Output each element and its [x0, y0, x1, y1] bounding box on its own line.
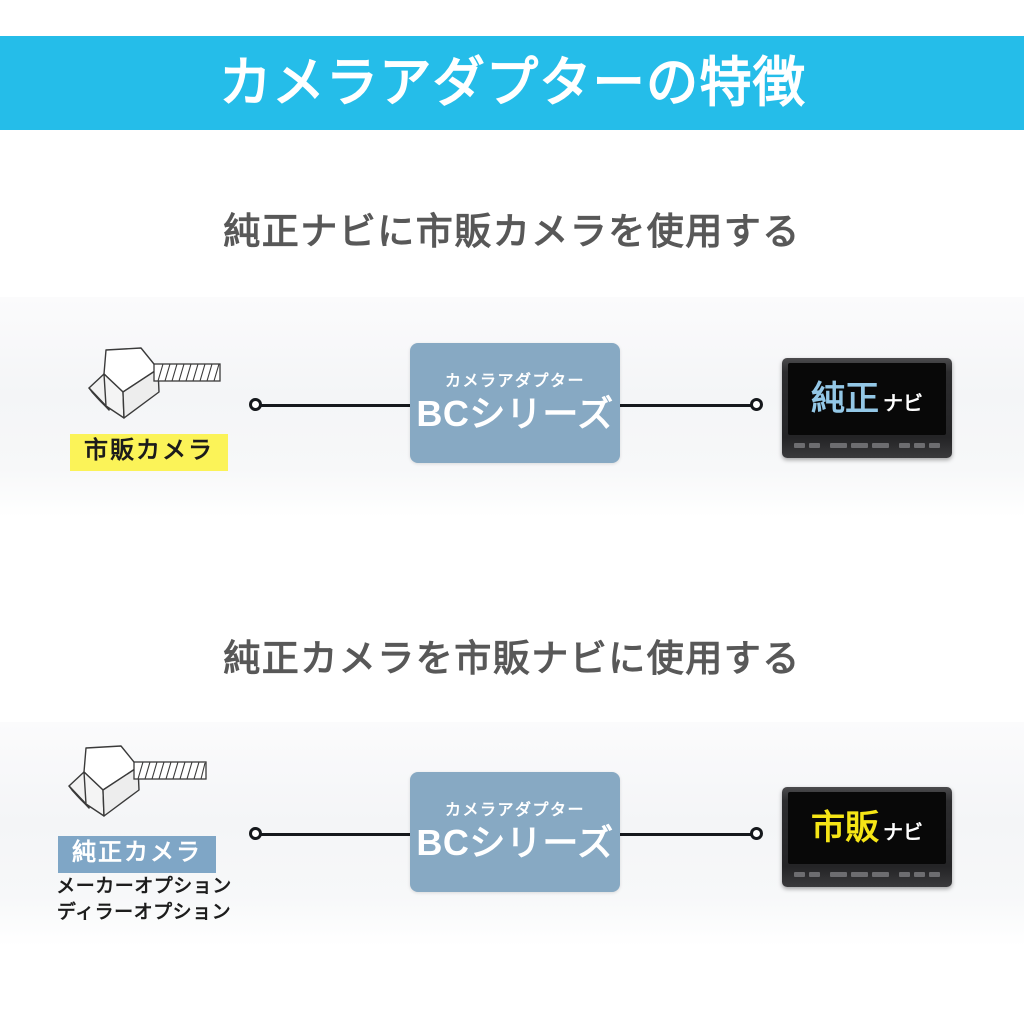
adapter-1-sublabel: カメラアダプター: [444, 373, 585, 390]
adapter-box-2: カメラアダプター BCシリーズ: [410, 772, 620, 892]
nav-1-screen: 純正 ナビ: [788, 363, 946, 435]
adapter-1-mainlabel: BCシリーズ: [416, 393, 614, 434]
bezel-button-icon: [929, 871, 940, 877]
bezel-button-icon: [872, 871, 889, 877]
camera-2-label: 純正カメラ: [58, 836, 216, 873]
nav-2-bezel-buttons: [788, 868, 946, 880]
connector-node-icon: [249, 827, 262, 840]
bezel-button-icon: [914, 871, 925, 877]
connector-wire: [261, 833, 412, 836]
header-banner: カメラアダプターの特徴: [0, 36, 1024, 130]
bezel-group-right: [899, 442, 940, 448]
bezel-group-center: [830, 871, 889, 877]
nav-1-screen-text: 純正 ナビ: [811, 382, 923, 416]
bezel-group-center: [830, 442, 889, 448]
nav-2-secondary-text: ナビ: [883, 822, 923, 844]
nav-2-screen-text: 市販 ナビ: [811, 811, 923, 845]
camera-illustration-2: [44, 732, 224, 837]
connector-node-icon: [249, 398, 262, 411]
connector-wire: [620, 833, 751, 836]
bezel-button-icon: [794, 871, 805, 877]
navigation-unit-2: 市販 ナビ: [782, 787, 952, 887]
bezel-button-icon: [830, 871, 847, 877]
connector-wire: [261, 404, 412, 407]
connector-node-icon: [750, 827, 763, 840]
connector-camera-to-adapter-1: [249, 396, 412, 414]
navigation-unit-1: 純正 ナビ: [782, 358, 952, 458]
adapter-2-mainlabel: BCシリーズ: [416, 822, 614, 863]
bezel-button-icon: [872, 442, 889, 448]
connector-camera-to-adapter-2: [249, 825, 412, 843]
bezel-button-icon: [851, 442, 868, 448]
bezel-button-icon: [794, 442, 805, 448]
connector-adapter-to-nav-1: [620, 396, 763, 414]
bezel-button-icon: [914, 442, 925, 448]
camera-2-subnote: メーカーオプション ディラーオプション: [44, 874, 244, 926]
nav-1-bezel-buttons: [788, 439, 946, 451]
connector-node-icon: [750, 398, 763, 411]
bezel-button-icon: [809, 871, 820, 877]
camera-2-subnote-line-2: ディラーオプション: [56, 902, 232, 924]
bezel-button-icon: [809, 442, 820, 448]
camera-cable-icon: [153, 363, 221, 382]
bezel-group-right: [899, 871, 940, 877]
bezel-button-icon: [899, 442, 910, 448]
bezel-button-icon: [851, 871, 868, 877]
camera-illustration-1: [66, 336, 226, 436]
connector-adapter-to-nav-2: [620, 825, 763, 843]
bezel-button-icon: [830, 442, 847, 448]
camera-cable-icon: [133, 761, 207, 780]
nav-1-primary-text: 純正: [811, 380, 879, 418]
section-2-heading: 純正カメラを市販ナビに使用する: [223, 638, 801, 679]
nav-2-primary-text: 市販: [811, 809, 879, 847]
bezel-group-left: [794, 442, 820, 448]
page-title: カメラアダプターの特徴: [218, 53, 806, 113]
bezel-group-left: [794, 871, 820, 877]
bezel-button-icon: [929, 442, 940, 448]
section-1-heading: 純正ナビに市販カメラを使用する: [223, 211, 801, 252]
connector-wire: [620, 404, 751, 407]
bezel-button-icon: [899, 871, 910, 877]
camera-icon: [68, 745, 207, 817]
adapter-box-1: カメラアダプター BCシリーズ: [410, 343, 620, 463]
camera-2-subnote-line-1: メーカーオプション: [56, 876, 232, 897]
nav-1-secondary-text: ナビ: [883, 393, 923, 415]
camera-icon: [88, 347, 221, 419]
camera-1-label: 市販カメラ: [70, 434, 228, 471]
adapter-2-sublabel: カメラアダプター: [444, 802, 585, 819]
nav-2-screen: 市販 ナビ: [788, 792, 946, 864]
